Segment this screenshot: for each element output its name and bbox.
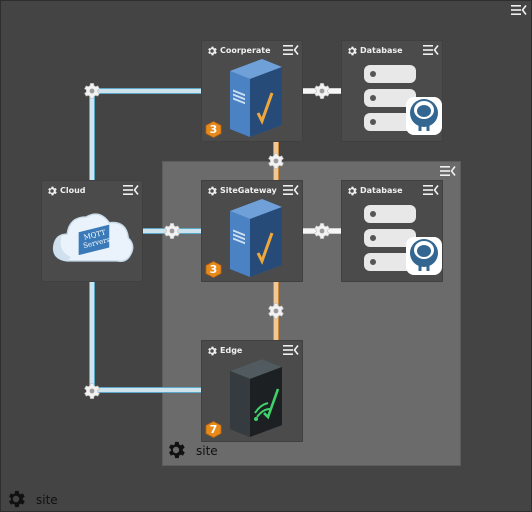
instance-count-badge: 3 <box>205 261 222 278</box>
node-title: Cloud <box>60 186 86 195</box>
node-title: SiteGateway <box>220 186 277 195</box>
node-title: Coorperate <box>220 46 271 55</box>
postgres-database-icon <box>358 201 442 281</box>
node-title: Database <box>360 186 403 195</box>
node-sitegateway-database[interactable]: Database <box>341 180 443 282</box>
server-icon <box>222 55 286 139</box>
outer-region-label: site <box>36 493 58 507</box>
gear-icon[interactable] <box>46 185 58 197</box>
inner-region-menu-icon[interactable] <box>440 165 456 177</box>
inner-region-gear-icon[interactable] <box>165 439 187 461</box>
mqtt-cloud-icon: MQTT Servers <box>50 201 136 273</box>
connector-gear-icon[interactable] <box>82 81 102 101</box>
instance-count-badge: 7 <box>205 421 222 438</box>
gear-icon[interactable] <box>206 345 218 357</box>
server-icon <box>222 195 286 279</box>
gear-icon[interactable] <box>346 45 358 57</box>
postgres-database-icon <box>358 61 442 141</box>
connector-gear-icon[interactable] <box>312 221 332 241</box>
connector-gear-icon[interactable] <box>266 301 286 321</box>
outer-region-gear-icon[interactable] <box>5 488 27 510</box>
node-cooperate[interactable]: Coorperate 3 <box>201 40 303 142</box>
connector-gear-icon[interactable] <box>82 381 102 401</box>
node-title: Edge <box>220 346 243 355</box>
node-sitegateway[interactable]: SiteGateway 3 <box>201 180 303 282</box>
gear-icon[interactable] <box>346 185 358 197</box>
menu-icon[interactable] <box>123 184 139 196</box>
link-edge-horizontal <box>89 387 202 393</box>
gear-icon[interactable] <box>206 185 218 197</box>
node-cloud[interactable]: Cloud MQTT Servers <box>41 180 143 282</box>
connector-gear-icon[interactable] <box>162 221 182 241</box>
menu-icon[interactable] <box>423 184 439 196</box>
menu-icon[interactable] <box>423 44 439 56</box>
gear-icon[interactable] <box>206 45 218 57</box>
node-cooperate-database[interactable]: Database <box>341 40 443 142</box>
node-title: Database <box>360 46 403 55</box>
inner-region-label: site <box>196 444 218 458</box>
node-edge[interactable]: Edge 7 <box>201 340 303 442</box>
instance-count-badge: 3 <box>205 121 222 138</box>
edge-device-icon <box>222 355 286 439</box>
connector-gear-icon[interactable] <box>312 81 332 101</box>
connector-gear-icon[interactable] <box>266 151 286 171</box>
outer-region-menu-icon[interactable] <box>511 4 527 16</box>
link-cooperate-horizontal <box>89 88 202 94</box>
